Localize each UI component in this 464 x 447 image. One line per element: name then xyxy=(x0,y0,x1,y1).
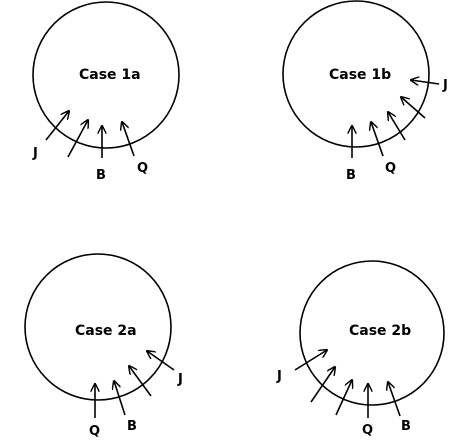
case-2b-arrow-j xyxy=(294,350,327,371)
case-2b-label-b: B xyxy=(401,419,411,434)
case-1a-label-q: Q xyxy=(137,161,148,176)
case-1b-group: Case 1b J B Q xyxy=(282,0,448,183)
case-2b-title: Case 2b xyxy=(349,323,411,339)
case-2a-arrow-2 xyxy=(129,366,152,397)
case-1a-arrow-2 xyxy=(67,120,88,158)
case-2b-arrow-2 xyxy=(310,367,335,403)
case-2b-circle xyxy=(299,260,445,406)
case-2a-label-q: Q xyxy=(89,424,100,439)
case-1a-circle xyxy=(32,1,180,149)
case-1b-arrow-2 xyxy=(401,97,426,119)
case-1a-arrow-j xyxy=(45,111,69,141)
case-1b-circle xyxy=(282,0,430,148)
case-1a-label-j: J xyxy=(32,146,38,161)
case-2a-title: Case 2a xyxy=(75,323,137,339)
case-1a-label-b: B xyxy=(96,168,106,183)
case-2a-arrow-b xyxy=(114,381,126,416)
case-2b-arrow-3 xyxy=(335,380,352,416)
case-2a-label-j: J xyxy=(177,372,183,387)
case-2b-arrow-b xyxy=(388,382,401,417)
case-1a-arrow-q xyxy=(122,122,135,157)
case-2a-label-b: B xyxy=(127,419,137,434)
case-1b-label-q: Q xyxy=(385,161,396,176)
case-1b-label-j: J xyxy=(442,78,448,93)
case-2a-group: Case 2a J Q B xyxy=(24,253,183,439)
case-2a-arrow-j xyxy=(147,351,175,371)
case-1b-title: Case 1b xyxy=(329,67,391,83)
case-1a-group: Case 1a J B Q xyxy=(32,1,180,183)
case-1a-title: Case 1a xyxy=(79,67,141,83)
case-2b-group: Case 2b J Q B xyxy=(276,260,445,438)
case-2b-label-j: J xyxy=(276,369,282,384)
case-2a-circle xyxy=(24,253,172,401)
case-1b-arrow-j xyxy=(411,80,440,84)
case-2b-label-q: Q xyxy=(362,423,373,438)
case-1b-arrow-q xyxy=(371,122,384,157)
case-1b-label-b: B xyxy=(346,168,356,183)
case-1b-arrow-3 xyxy=(388,112,406,141)
